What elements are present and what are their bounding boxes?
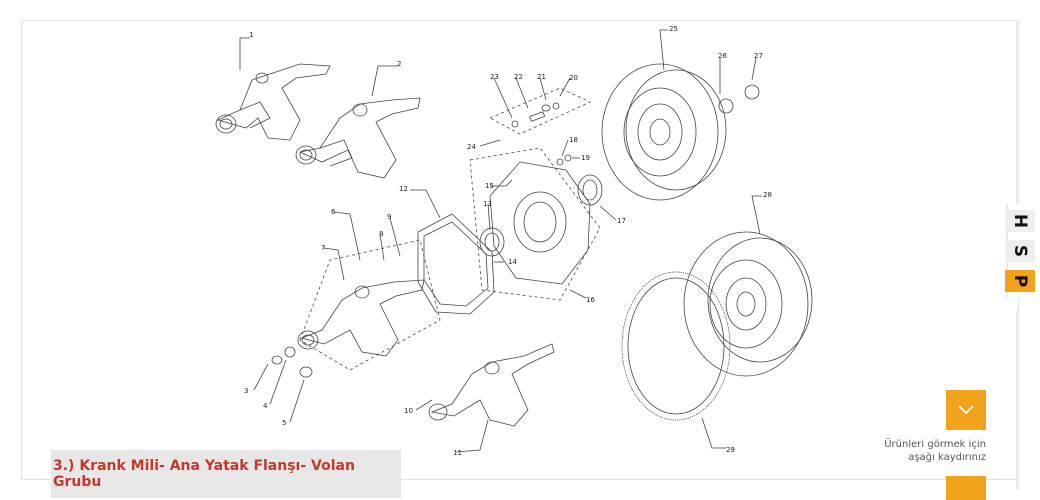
scroll-down-button[interactable] xyxy=(946,390,986,430)
part-label-12: 12 xyxy=(399,185,408,193)
part-label-13: 13 xyxy=(483,200,492,208)
spring-kit-box xyxy=(489,87,591,135)
crankshaft-6 xyxy=(297,239,441,371)
logo-letter-h: H xyxy=(1005,210,1035,232)
part-label-7: 7 xyxy=(321,244,325,252)
seal-17 xyxy=(577,174,603,206)
part-label-20: 20 xyxy=(569,74,578,82)
part-label-15: 15 xyxy=(485,182,494,190)
side-rail-top xyxy=(1016,22,1019,208)
part-label-21: 21 xyxy=(537,73,546,81)
part-label-24: 24 xyxy=(467,143,476,151)
part-label-28: 28 xyxy=(763,191,772,199)
part-label-9: 9 xyxy=(387,213,391,221)
seal-13 xyxy=(479,227,505,257)
flywheel-25 xyxy=(601,63,727,201)
section-caption: 3.) Krank Mili- Ana Yatak Flanşı- Volan … xyxy=(51,450,401,498)
scroll-button-secondary[interactable] xyxy=(946,476,986,500)
part-label-6: 6 xyxy=(331,208,336,216)
part-label-4: 4 xyxy=(263,402,268,410)
scroll-hint: Ürünleri görmek için aşağı kaydırınız xyxy=(846,438,986,464)
part-label-14: 14 xyxy=(508,258,517,266)
part-label-17: 17 xyxy=(617,217,626,225)
scroll-hint-line-2: aşağı kaydırınız xyxy=(908,452,986,463)
part-label-18: 18 xyxy=(569,136,578,144)
part-label-29: 29 xyxy=(726,446,735,454)
part-label-26: 26 xyxy=(718,52,727,60)
part-label-16: 16 xyxy=(586,296,595,304)
crankshaft-1 xyxy=(215,63,331,141)
part-label-27: 27 xyxy=(754,52,763,60)
chevron-down-icon xyxy=(958,405,974,415)
bearing-flange-15 xyxy=(469,147,601,301)
crankshaft-2 xyxy=(295,97,421,179)
spring-21 xyxy=(541,104,551,112)
logo-letter-s: S xyxy=(1005,240,1035,262)
part-label-2: 2 xyxy=(397,60,401,68)
part-label-23: 23 xyxy=(490,73,499,81)
gasket-12 xyxy=(417,213,495,315)
part-label-5: 5 xyxy=(282,419,286,427)
scroll-hint-line-1: Ürünleri görmek için xyxy=(884,439,986,450)
part-label-11: 11 xyxy=(453,449,462,457)
pin-18 xyxy=(556,158,564,166)
part-22 xyxy=(529,111,546,122)
pin-20 xyxy=(552,102,560,110)
side-rail-bottom xyxy=(1016,310,1019,490)
flywheel-28 xyxy=(683,231,813,377)
nut-27 xyxy=(744,84,760,100)
bolt-19 xyxy=(564,154,572,162)
crankshaft-11 xyxy=(428,343,555,427)
pin-23 xyxy=(511,120,519,128)
part-label-10: 10 xyxy=(404,407,413,415)
nut-5 xyxy=(299,366,313,378)
hsp-logo: H S P xyxy=(1005,204,1035,298)
washer-26 xyxy=(718,98,734,114)
logo-letter-p: P xyxy=(1005,270,1035,292)
part-label-25: 25 xyxy=(669,25,678,33)
part-label-3: 3 xyxy=(244,387,248,395)
washer-4 xyxy=(284,346,296,358)
diagram-frame xyxy=(21,20,1019,480)
part-label-22: 22 xyxy=(514,73,523,81)
caption-title: 3.) Krank Mili- Ana Yatak Flanşı- Volan … xyxy=(53,458,355,490)
part-label-8: 8 xyxy=(379,230,383,238)
part-label-19: 19 xyxy=(581,154,590,162)
washer-3 xyxy=(271,355,283,365)
part-label-1: 1 xyxy=(249,31,253,39)
ring-gear-29 xyxy=(621,271,731,421)
